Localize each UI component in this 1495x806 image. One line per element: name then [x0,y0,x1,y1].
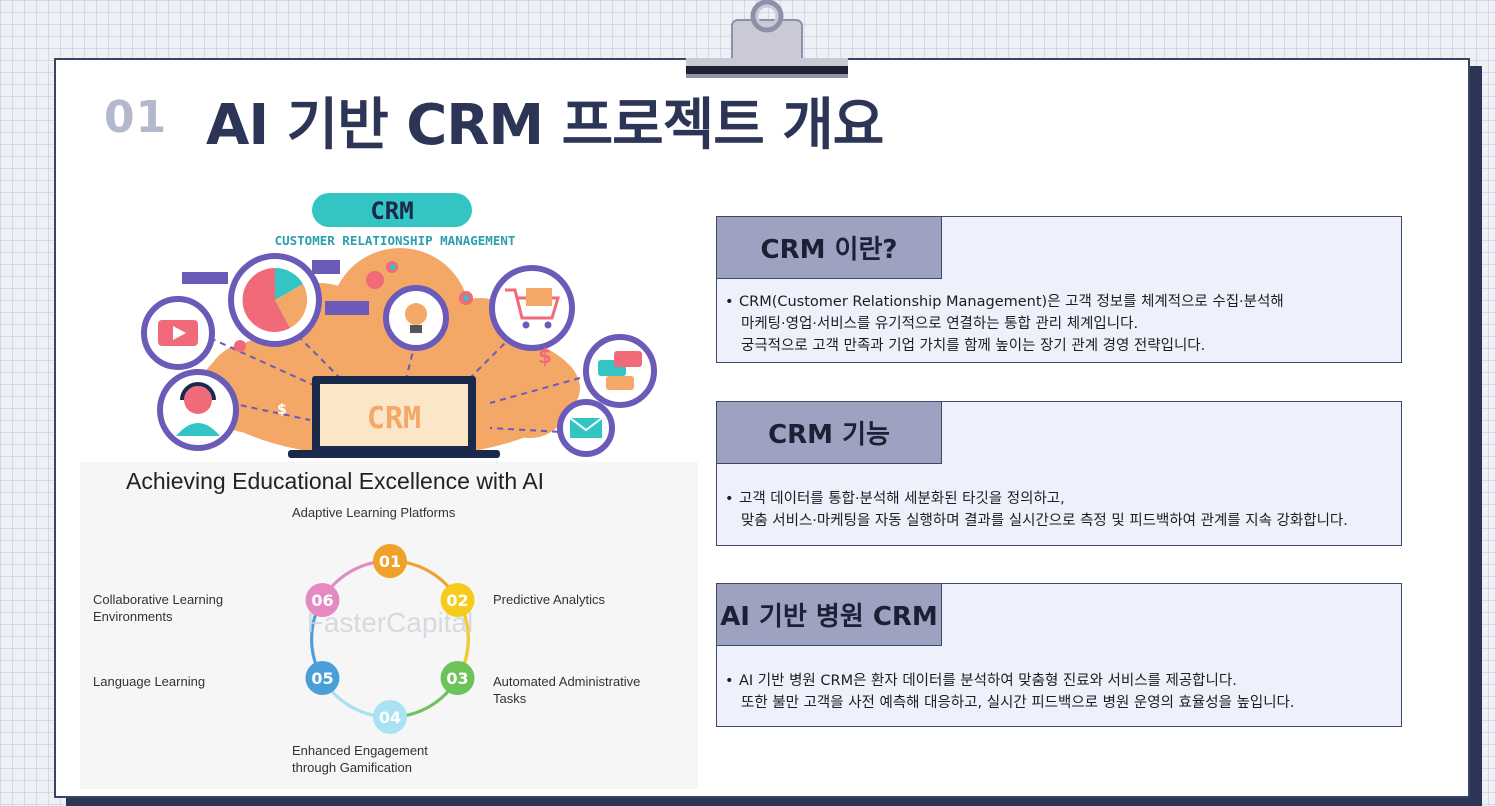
cycle-node-circle [373,544,407,578]
cycle-node-circle [440,583,475,617]
card-line: •AI 기반 병원 CRM은 환자 데이터를 분석하여 맞춤형 진료와 서비스를… [725,673,1237,689]
education-cycle-diagram: FasterCapital 01 02 03 04 05 06 [305,544,475,734]
cycle-node-number: 03 [446,669,468,688]
label-predictive-analytics: Predictive Analytics [493,592,605,607]
card-heading: CRM 이란? [716,216,942,279]
laptop-screen-text: CRM [367,401,421,436]
card-heading: CRM 기능 [716,401,942,464]
svg-text:$: $ [538,344,552,368]
card-line: •고객 데이터를 통합·분석해 세분화된 타깃을 정의하고, [725,491,1065,507]
document-bar-icon [182,272,228,284]
svg-text:$: $ [277,402,287,418]
crm-illustration: CRM CUSTOMER RELATIONSHIP MANAGEMENT [90,188,700,460]
crm-badge-text: CRM [370,197,413,225]
card-body: •AI 기반 병원 CRM은 환자 데이터를 분석하여 맞춤형 진료와 서비스를… [725,670,1391,714]
card-heading: AI 기반 병원 CRM [716,583,942,646]
label-automated-admin: Automated Administrative Tasks [493,674,641,706]
card-line: •CRM(Customer Relationship Management)은 … [725,294,1284,310]
cycle-node-number: 01 [379,552,401,571]
card-body: •고객 데이터를 통합·분석해 세분화된 타깃을 정의하고, 맞춤 서비스·마케… [725,488,1391,532]
cycle-node-circle [440,661,475,695]
crm-badge [312,193,472,227]
cycle-node-circle [305,661,340,695]
card-line: 궁극적으로 고객 만족과 기업 가치를 함께 높이는 장기 관계 경영 전략입니… [741,338,1206,354]
card-crm-definition: CRM 이란? •CRM(Customer Relationship Manag… [716,216,1402,363]
cycle-node-number: 06 [311,591,333,610]
cycle-nodes: 01 02 03 04 05 06 [305,544,475,734]
education-title: Achieving Educational Excellence with AI [126,468,545,494]
page-title: AI 기반 CRM 프로젝트 개요 [206,93,884,158]
shopping-cart-icon [489,265,575,351]
label-adaptive-learning: Adaptive Learning Platforms [292,505,456,520]
cycle-node-number: 04 [379,708,401,727]
card-line: 또한 불만 고객을 사전 예측해 대응하고, 실시간 피드백으로 병원 운영의 … [741,695,1295,711]
watermark-text: FasterCapital [307,607,474,638]
cycle-node-number: 02 [446,591,468,610]
crm-illustration-graphic: CRM CUSTOMER RELATIONSHIP MANAGEMENT [141,193,657,458]
card-crm-functions: CRM 기능 •고객 데이터를 통합·분석해 세분화된 타깃을 정의하고, 맞춤… [716,401,1402,546]
crm-subtitle: CUSTOMER RELATIONSHIP MANAGEMENT [275,233,516,248]
card-body: •CRM(Customer Relationship Management)은 … [725,291,1391,357]
label-language-learning: Language Learning [93,674,206,689]
label-engagement-gamification: Enhanced Engagement through Gamification [292,743,428,775]
binder-clip-icon [686,0,848,78]
cycle-node-circle [305,583,340,617]
card-line: 마케팅·영업·서비스를 유기적으로 연결하는 통합 관리 체계입니다. [741,316,1139,332]
card-ai-hospital-crm: AI 기반 병원 CRM •AI 기반 병원 CRM은 환자 데이터를 분석하여… [716,583,1402,727]
cycle-node-circle [373,700,407,734]
slide-number: 01 [104,92,168,143]
gear-icons [234,261,473,352]
card-line: 맞춤 서비스·마케팅을 자동 실행하며 결과를 실시간으로 측정 및 피드백하여… [741,513,1348,529]
cycle-node-number: 05 [311,669,333,688]
education-graphic: FasterCapital 01 02 03 04 05 06 Achieving Edu… [80,462,698,789]
label-collaborative-learning: Collaborative Learning Environments [93,592,224,624]
